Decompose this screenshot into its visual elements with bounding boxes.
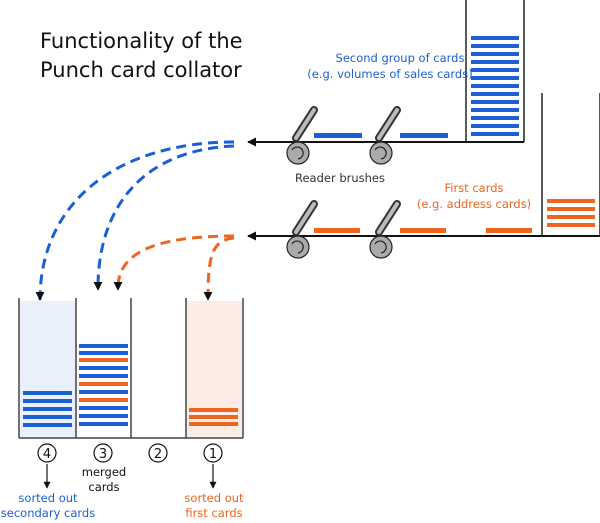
pocket-1-caption-line-1: sorted out [184, 491, 244, 505]
first-cards-label-line-2: (e.g. address cards) [417, 197, 531, 211]
reader-brush-icon [369, 106, 401, 165]
pocket-number-1: 1 [203, 443, 223, 463]
pocket-number-3: 3 [93, 443, 113, 463]
second-group-card-on-track [314, 133, 362, 138]
svg-text:4: 4 [43, 447, 51, 462]
pocket-1-cards [189, 408, 238, 426]
pocket-1-background [186, 301, 242, 437]
reader-brush-icon [286, 106, 318, 165]
route-to-pocket-1 [206, 236, 235, 299]
reader-brush-icon [369, 200, 401, 259]
pocket-3-caption-line-2: cards [88, 480, 119, 494]
second-group-card-on-track [400, 133, 448, 138]
pocket-3-caption-line-1: merged [82, 465, 126, 479]
first-cards-label-line-1: First cards [444, 181, 503, 195]
pocket-4-caption-line-1: sorted out [18, 491, 78, 505]
pocket-3-cards [79, 344, 128, 426]
first-cards-card-on-track [400, 228, 446, 233]
svg-text:1: 1 [209, 447, 217, 462]
pocket-4-cards [23, 391, 72, 427]
svg-text:2: 2 [154, 447, 162, 462]
title-line-1: Functionality of the [40, 29, 243, 53]
pocket-walls [18, 298, 244, 439]
title-line-2: Punch card collator [40, 58, 242, 82]
second-group-label-line-2: (e.g. volumes of sales cards) [307, 67, 472, 81]
route-to-pocket-3-blue [96, 144, 235, 289]
reader-brush-icon [286, 200, 318, 259]
pocket-number-4: 4 [37, 443, 57, 463]
pocket-4-caption-line-2: secondary cards [1, 506, 95, 520]
pocket-number-2: 2 [148, 443, 168, 463]
first-cards-card-on-track [314, 228, 360, 233]
pocket-4-background [20, 301, 76, 437]
second-group-hopper [465, 0, 525, 142]
first-cards-card-on-track [486, 228, 532, 233]
route-to-pocket-3-orange [116, 234, 235, 289]
reader-brushes-label: Reader brushes [295, 171, 385, 185]
route-to-pocket-4 [38, 140, 235, 301]
second-group-card-stack [471, 36, 519, 136]
first-cards-hopper [541, 93, 600, 236]
pocket-1-caption-line-2: first cards [185, 506, 242, 520]
first-cards-card-stack [547, 199, 595, 227]
second-group-label-line-1: Second group of cards [336, 51, 465, 65]
svg-text:3: 3 [99, 447, 107, 462]
